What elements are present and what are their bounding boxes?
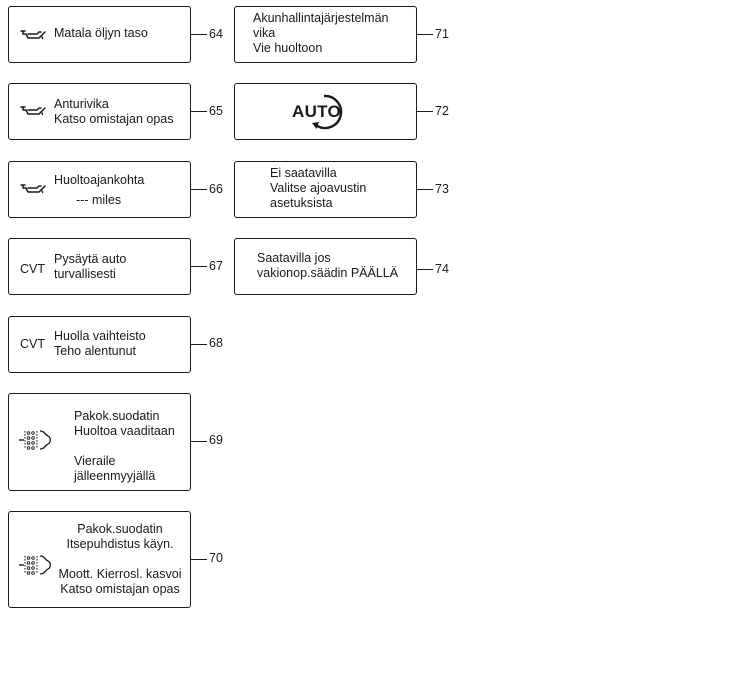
panel-69-line-1: Pakok.suodatin <box>74 409 160 423</box>
panel-73-line-2: Valitse ajoavustin <box>270 181 367 195</box>
panel-69-line-2: Huoltoa vaaditaan <box>74 424 175 438</box>
panel-71 <box>234 6 417 63</box>
panel-71-line-2: vika <box>253 26 276 40</box>
panel-70 <box>8 511 191 608</box>
panel-68-number: 68 <box>209 336 223 350</box>
panel-72 <box>234 83 417 140</box>
panel-65-line-1: Anturivika <box>54 97 109 111</box>
panel-73-line-1: Ei saatavilla <box>270 166 337 180</box>
oil-can-icon <box>20 184 46 194</box>
panel-74-number: 74 <box>435 262 449 276</box>
panel-71-leader <box>417 34 433 35</box>
panel-66-number: 66 <box>209 182 223 196</box>
panel-74 <box>234 238 417 295</box>
panel-74-leader <box>417 269 433 270</box>
panel-67-leader <box>191 266 207 267</box>
panel-64 <box>8 6 191 63</box>
panel-69-number: 69 <box>209 433 223 447</box>
panel-70-line-4: Katso omistajan opas <box>60 582 180 596</box>
panel-68-line-1: Huolla vaihteisto <box>54 329 146 343</box>
cvt-icon: CVT <box>20 262 45 276</box>
panel-72-leader <box>417 111 433 112</box>
panel-66-line-1: Huoltoajankohta <box>54 173 145 187</box>
panel-68 <box>8 316 191 373</box>
panel-65-line-2: Katso omistajan opas <box>54 112 174 126</box>
panel-64-leader <box>191 34 207 35</box>
panel-66-line-2: --- miles <box>76 193 122 207</box>
panel-70-line-1: Pakok.suodatin <box>77 522 163 536</box>
panel-67-line-1: Pysäytä auto <box>54 252 127 266</box>
cvt-icon: CVT <box>20 337 45 351</box>
panel-70-leader <box>191 559 207 560</box>
panel-67-line-2: turvallisesti <box>54 267 116 281</box>
panel-69-leader <box>191 441 207 442</box>
panel-65-number: 65 <box>209 104 223 118</box>
panel-65-leader <box>191 111 207 112</box>
panel-71-line-3: Vie huoltoon <box>253 41 323 55</box>
oil-can-icon <box>20 30 46 40</box>
panel-70-line-3: Moott. Kierrosl. kasvoi <box>58 567 182 581</box>
panel-73-number: 73 <box>435 182 449 196</box>
panel-65 <box>8 83 191 140</box>
panel-64-number: 64 <box>209 27 223 41</box>
auto-label: AUTO <box>292 102 342 121</box>
panel-69 <box>8 393 191 491</box>
panel-73-leader <box>417 189 433 190</box>
panel-69-line-4: jälleenmyyjällä <box>74 469 156 483</box>
panel-66 <box>8 161 191 218</box>
panel-71-number: 71 <box>435 27 449 41</box>
panel-71-line-1: Akunhallintajärjestelmän <box>253 11 389 25</box>
panel-72-number: 72 <box>435 104 449 118</box>
panel-68-line-2: Teho alentunut <box>54 344 137 358</box>
oil-can-icon <box>20 106 46 116</box>
panel-67-number: 67 <box>209 259 223 273</box>
panel-73 <box>234 161 417 218</box>
panel-68-leader <box>191 344 207 345</box>
panel-64-line-1: Matala öljyn taso <box>54 26 148 40</box>
panel-67 <box>8 238 191 295</box>
panel-74-line-1: Saatavilla jos <box>257 251 331 265</box>
auto-start-stop-icon: AUTO <box>289 92 349 132</box>
particulate-filter-icon <box>19 555 51 575</box>
panel-74-line-2: vakionop.säädin PÄÄLLÄ <box>257 266 399 280</box>
panel-70-line-2: Itsepuhdistus käyn. <box>66 537 174 551</box>
panel-69-line-3: Vieraile <box>74 454 116 468</box>
panel-70-number: 70 <box>209 551 223 565</box>
panel-73-line-3: asetuksista <box>270 196 333 210</box>
panel-66-leader <box>191 189 207 190</box>
particulate-filter-icon <box>19 430 51 450</box>
